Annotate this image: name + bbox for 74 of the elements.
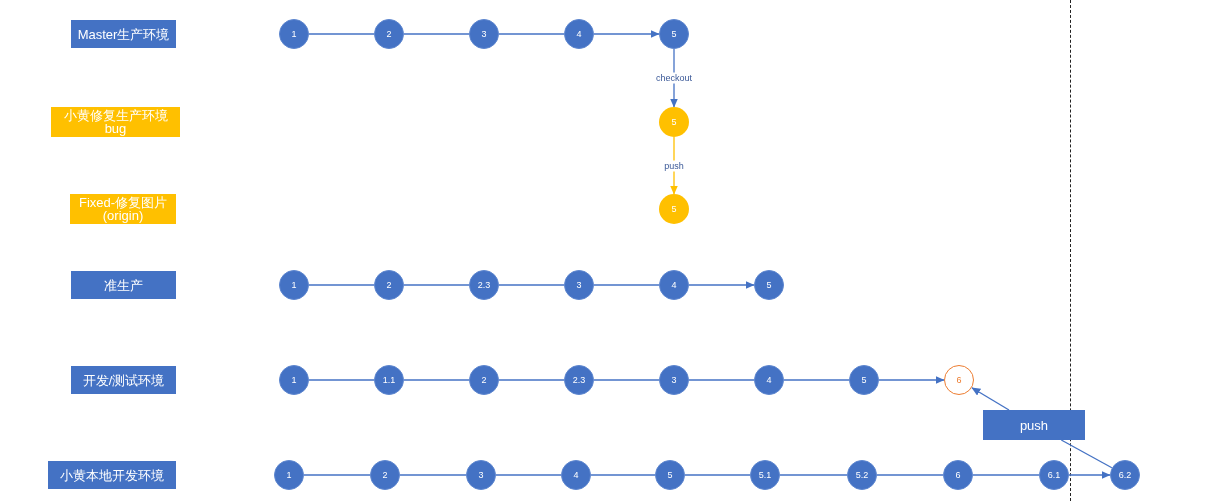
commit-number: 5	[766, 280, 772, 290]
commit-number: 5	[671, 29, 677, 39]
connector-line	[593, 379, 660, 381]
connector-line	[308, 33, 375, 35]
connector-line	[684, 474, 751, 476]
commit-number: 3	[576, 280, 582, 290]
connector-line	[303, 474, 371, 476]
connector-line	[403, 33, 470, 35]
branch-name: Fixed-修复图片 (origin)	[77, 196, 169, 222]
commit-number: 2	[382, 470, 388, 480]
commit-number: 3	[478, 470, 484, 480]
commit-number: 2.3	[477, 280, 491, 290]
arrow	[688, 281, 755, 289]
commit-number: 6.2	[1118, 470, 1132, 480]
connector-line	[688, 379, 755, 381]
commit-number: 3	[671, 375, 677, 385]
commit-number: 2	[386, 280, 392, 290]
commit-number: 5	[667, 470, 673, 480]
connector-line	[308, 379, 375, 381]
action-box	[983, 410, 1085, 440]
connector-line	[498, 284, 565, 286]
connector-line	[972, 474, 1040, 476]
commit-number: 5	[671, 117, 677, 127]
arrow	[878, 376, 945, 384]
commit-number: 4	[766, 375, 772, 385]
branch-name: 准生产	[104, 278, 143, 292]
commit-number: 6.1	[1047, 470, 1061, 480]
arrow	[971, 387, 1010, 411]
commit-number: 4	[576, 29, 582, 39]
commit-number: 5.2	[855, 470, 869, 480]
action-text: push	[1019, 418, 1049, 432]
branch-name: 小黄修复生产环境 bug	[62, 109, 169, 135]
connector-line	[498, 33, 565, 35]
connector-line	[308, 284, 375, 286]
connector-line	[403, 379, 470, 381]
connector-line	[593, 284, 660, 286]
commit-number: 1	[286, 470, 292, 480]
branch-label-box	[51, 107, 180, 137]
branch-label-box	[71, 20, 176, 48]
commit-number: 5.1	[758, 470, 772, 480]
branch-name: 小黄本地开发环境	[60, 468, 164, 482]
connector-line	[876, 474, 944, 476]
commit-number: 1	[291, 375, 297, 385]
arrow	[1068, 471, 1111, 479]
commit-number: 6	[955, 470, 961, 480]
connector-line	[779, 474, 848, 476]
branch-label-box	[71, 366, 176, 394]
commit-number: 2.3	[572, 375, 586, 385]
branch-label-box	[71, 271, 176, 299]
commit-number: 2	[481, 375, 487, 385]
connector-line	[783, 379, 850, 381]
branch-label-box	[70, 194, 176, 224]
commit-number: 5	[861, 375, 867, 385]
commit-number: 1	[291, 29, 297, 39]
commit-number: 2	[386, 29, 392, 39]
commit-number: 4	[573, 470, 579, 480]
branch-name: 开发/测试环境	[82, 373, 165, 387]
connector-line	[498, 379, 565, 381]
commit-number: 4	[671, 280, 677, 290]
branch-name: Master生产环境	[77, 27, 170, 41]
branch-label-box	[48, 461, 176, 489]
commit-number: 5	[671, 204, 677, 214]
commit-number: 1.1	[382, 375, 396, 385]
connector-line	[403, 284, 470, 286]
edge-label: checkout	[654, 72, 694, 84]
edge-label: push	[662, 160, 686, 171]
commit-number: 6	[956, 375, 962, 385]
commit-number: 3	[481, 29, 487, 39]
connector-line	[590, 474, 656, 476]
connector-line	[399, 474, 467, 476]
arrow	[593, 30, 660, 38]
commit-number: 1	[291, 280, 297, 290]
connector-line	[495, 474, 562, 476]
arrow	[670, 136, 678, 195]
